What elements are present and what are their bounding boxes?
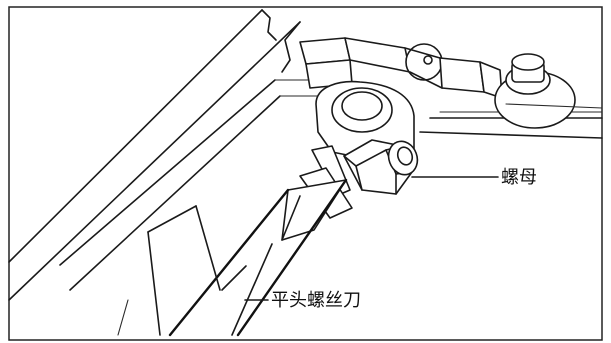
right-bolt bbox=[494, 53, 603, 129]
nut-drawing bbox=[343, 139, 419, 195]
screwdriver-label: 平头螺丝刀 bbox=[271, 290, 361, 311]
figure-frame bbox=[8, 6, 603, 341]
nut-label: 螺母 bbox=[501, 167, 537, 188]
clamp-body bbox=[299, 80, 415, 219]
linkage-bracket bbox=[299, 37, 503, 99]
screwdriver-drawing bbox=[117, 178, 348, 337]
